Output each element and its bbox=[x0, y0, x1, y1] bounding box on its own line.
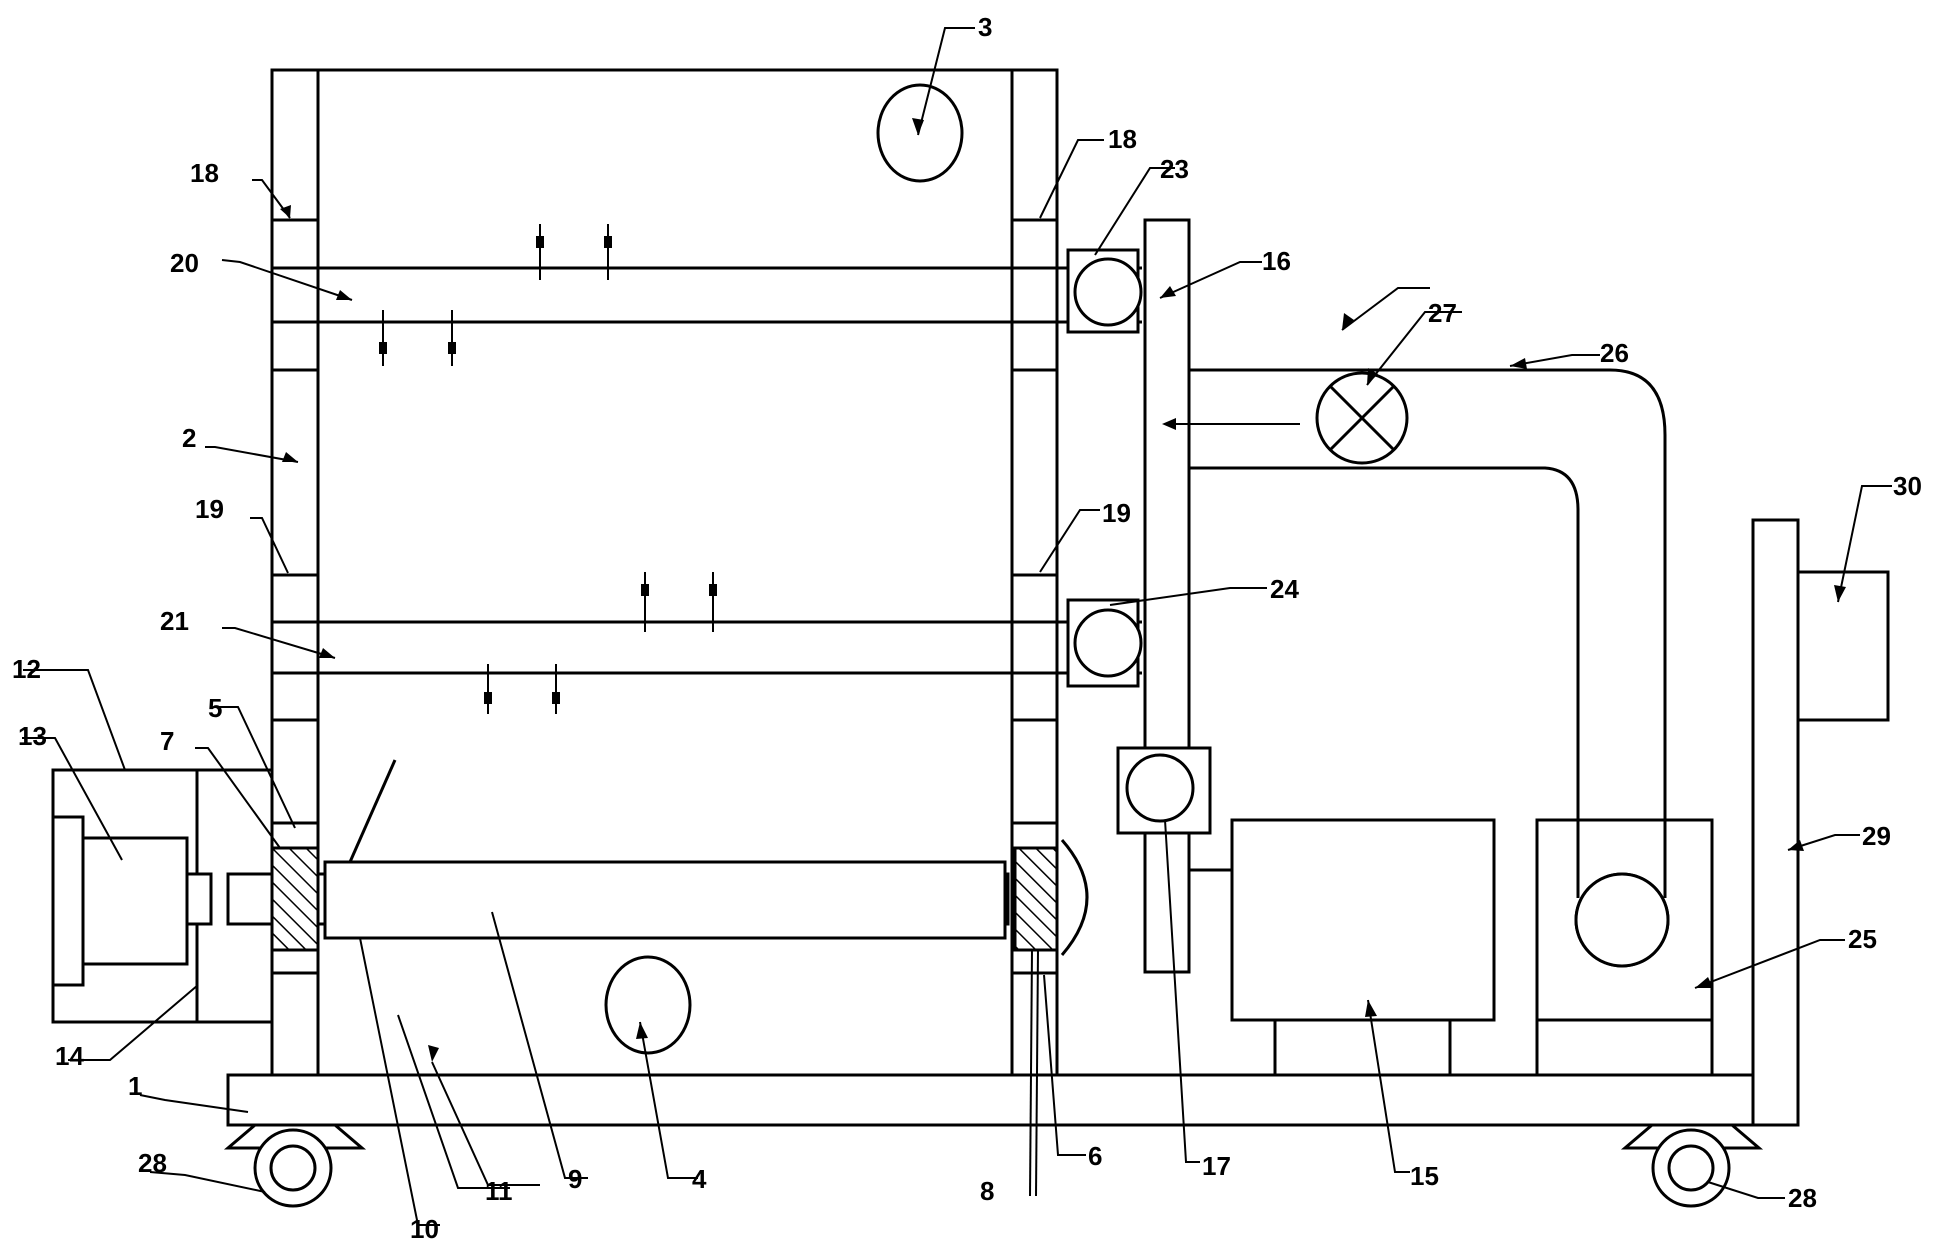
label-25: 25 bbox=[1848, 924, 1877, 954]
label-30: 30 bbox=[1893, 471, 1922, 501]
label-11: 11 bbox=[485, 1176, 513, 1206]
outlet-4 bbox=[604, 955, 692, 1055]
label-18-right: 18 bbox=[1108, 124, 1137, 154]
box-25 bbox=[1535, 818, 1714, 1075]
label-21: 21 bbox=[160, 606, 189, 636]
label-20: 20 bbox=[170, 248, 199, 278]
label-12: 12 bbox=[12, 654, 41, 684]
inlet-3 bbox=[876, 83, 964, 183]
label-23: 23 bbox=[1160, 154, 1189, 184]
roller-9 bbox=[226, 759, 1089, 956]
label-16: 16 bbox=[1262, 246, 1291, 276]
label-3: 3 bbox=[978, 12, 992, 42]
label-24: 24 bbox=[1270, 574, 1299, 604]
label-9: 9 bbox=[568, 1164, 582, 1194]
label-18-left: 18 bbox=[190, 158, 219, 188]
label-27: 27 bbox=[1428, 298, 1457, 328]
pole-16 bbox=[1066, 218, 1232, 974]
label-6: 6 bbox=[1088, 1141, 1102, 1171]
label-19-right: 19 bbox=[1102, 498, 1131, 528]
motor-assembly bbox=[51, 768, 274, 1024]
label-1: 1 bbox=[128, 1071, 142, 1101]
label-2: 2 bbox=[182, 423, 196, 453]
leader-lines bbox=[22, 27, 1892, 1226]
post-29 bbox=[1751, 518, 1890, 1127]
pipe-26 bbox=[1162, 368, 1670, 968]
label-7: 7 bbox=[160, 726, 174, 756]
label-8: 8 bbox=[980, 1176, 994, 1206]
tank-15 bbox=[1230, 818, 1496, 1077]
label-29: 29 bbox=[1862, 821, 1891, 851]
wheel-right bbox=[1620, 1123, 1764, 1208]
label-10: 10 bbox=[410, 1214, 439, 1244]
shaft-21 bbox=[272, 572, 1142, 714]
label-28-left: 28 bbox=[138, 1148, 167, 1178]
label-28-right: 28 bbox=[1788, 1183, 1817, 1213]
shaft-20 bbox=[272, 224, 1142, 366]
label-15: 15 bbox=[1410, 1161, 1439, 1191]
label-17: 17 bbox=[1202, 1151, 1231, 1181]
label-4: 4 bbox=[692, 1164, 707, 1194]
labels: 3 18 18 23 16 20 27 26 2 19 19 30 24 21 … bbox=[12, 12, 1922, 1244]
valve-27 bbox=[1315, 371, 1409, 465]
label-14: 14 bbox=[55, 1041, 84, 1071]
wheel-left bbox=[223, 1123, 367, 1208]
label-13: 13 bbox=[18, 721, 47, 751]
label-26: 26 bbox=[1600, 338, 1629, 368]
label-5: 5 bbox=[208, 693, 222, 723]
label-19-left: 19 bbox=[195, 494, 224, 524]
